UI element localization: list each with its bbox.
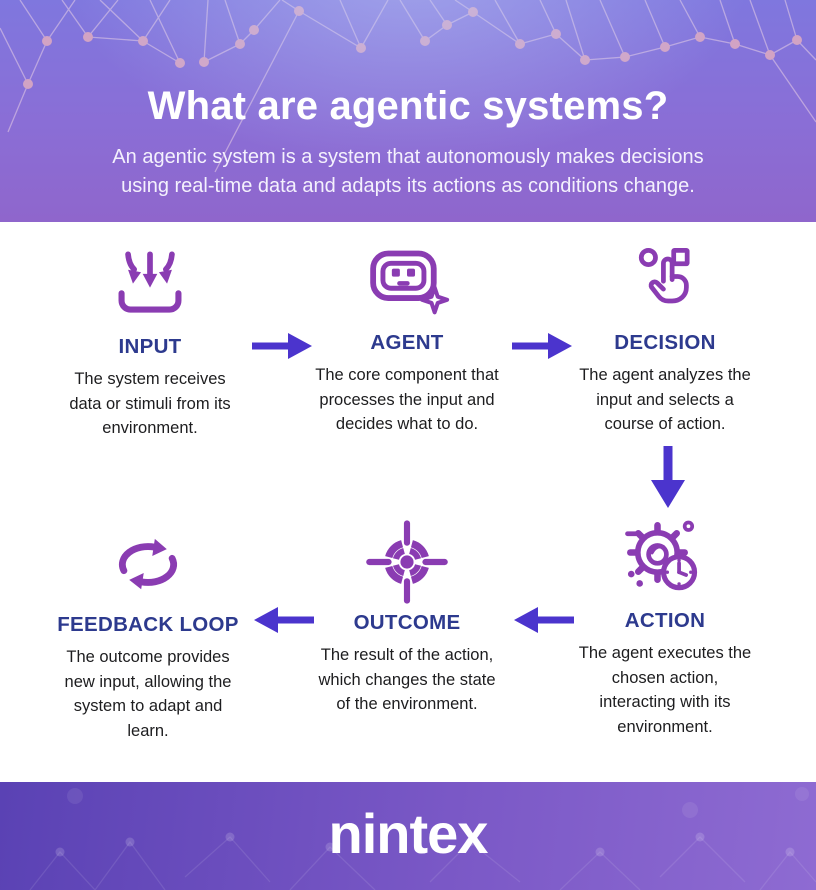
flow-step-action: ACTION The agent executes the chosen act…	[555, 518, 775, 739]
gear-clock-icon	[555, 518, 775, 602]
step-description: The agent analyzes the input and selects…	[579, 366, 751, 433]
step-label: OUTCOME	[353, 611, 461, 634]
flow-step-outcome: OUTCOME The result of the action, which …	[297, 520, 517, 717]
arrow-left-icon	[512, 604, 574, 641]
arrow-right-icon	[252, 330, 314, 367]
flow-step-decision: DECISION The agent analyzes the input an…	[555, 240, 775, 437]
target-icon	[297, 520, 517, 604]
footer: nintex	[0, 782, 816, 890]
flow-step-feedback-loop: FEEDBACK LOOP The outcome provides new i…	[38, 522, 258, 743]
page-subtitle: An agentic system is a system that auton…	[112, 146, 704, 197]
arrow-right-icon	[512, 330, 574, 367]
step-label: AGENT	[370, 331, 444, 354]
step-description: The outcome provides new input, allowing…	[64, 648, 232, 740]
step-label: ACTION	[624, 609, 706, 632]
flow-step-input: INPUT The system receives data or stimul…	[40, 244, 260, 441]
flow-step-agent: AGENT The core component that processes …	[297, 240, 517, 437]
page-title: What are agentic systems?	[147, 84, 669, 128]
constellation-graphic-bottom	[29, 787, 816, 890]
input-tray-icon	[40, 244, 260, 328]
step-label: INPUT	[118, 335, 182, 358]
cycle-arrows-icon	[38, 522, 258, 606]
nintex-logo: nintex	[328, 801, 489, 865]
step-description: The core component that processes the in…	[315, 366, 499, 433]
step-description: The agent executes the chosen action, in…	[578, 644, 752, 736]
step-description: The system receives data or stimuli from…	[69, 370, 231, 437]
step-description: The result of the action, which changes …	[318, 646, 496, 713]
robot-agent-icon	[297, 240, 517, 324]
arrow-down-icon	[649, 446, 687, 515]
step-label: FEEDBACK LOOP	[57, 613, 239, 636]
choice-hand-icon	[555, 240, 775, 324]
step-label: DECISION	[614, 331, 716, 354]
header: What are agentic systems? An agentic sys…	[0, 0, 816, 222]
arrow-left-icon	[252, 604, 314, 641]
